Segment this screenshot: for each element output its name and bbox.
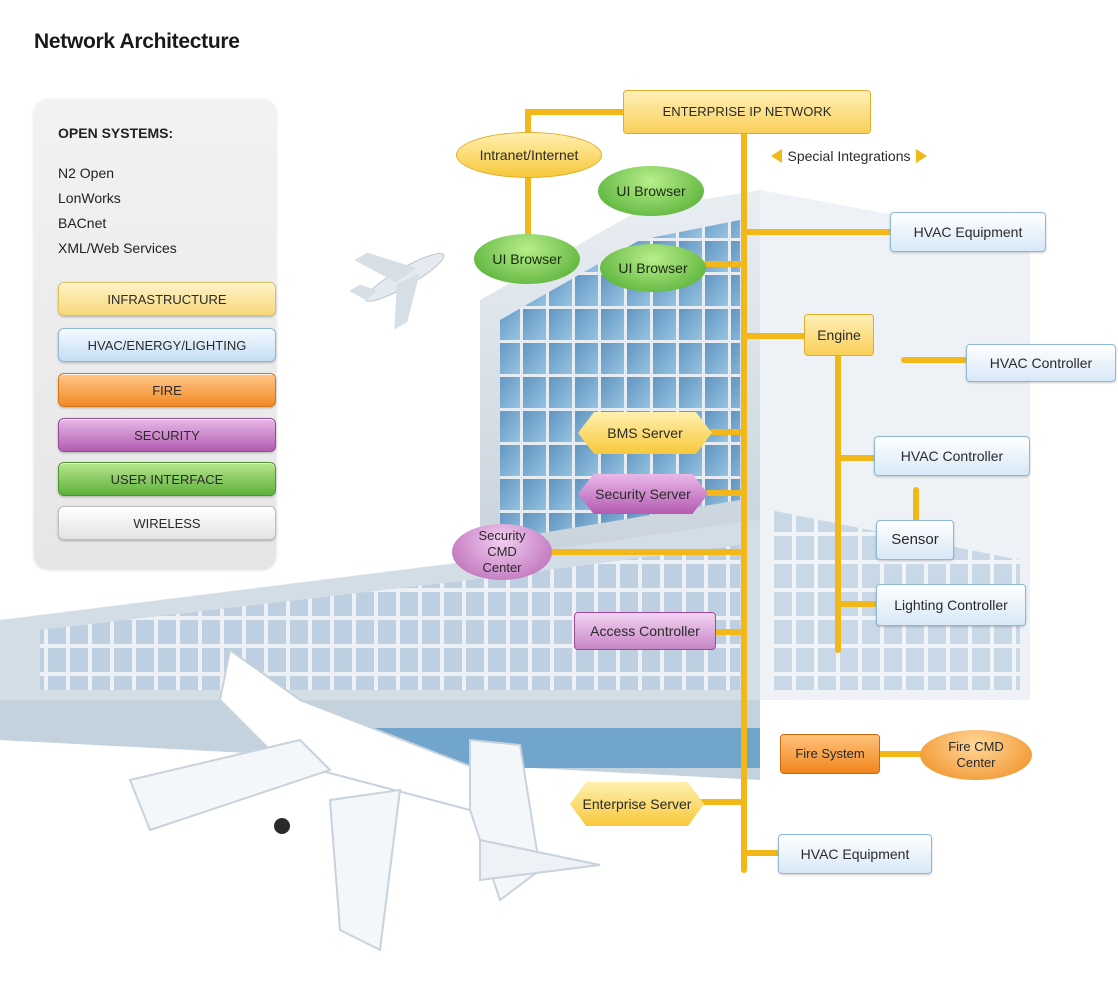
special-integrations-label: Special Integrations — [787, 148, 911, 164]
engine-node: Engine — [804, 314, 874, 356]
security-cmd-center-node: Security CMD Center — [452, 524, 552, 580]
access-controller-node: Access Controller — [574, 612, 716, 650]
large-airplane-illustration — [128, 648, 601, 952]
page-title: Network Architecture — [34, 30, 240, 53]
hvac-controller-node: HVAC Controller — [966, 344, 1116, 382]
legend-heading: OPEN SYSTEMS: — [58, 125, 174, 141]
legend-panel: OPEN SYSTEMS: N2 Open LonWorks BACnet XM… — [34, 99, 276, 569]
sensor-node: Sensor — [876, 520, 954, 560]
legend-wireless: WIRELESS — [58, 506, 276, 540]
arrow-left-icon — [770, 149, 782, 163]
hvac-equipment-node: HVAC Equipment — [778, 834, 932, 874]
fire-system-node: Fire System — [780, 734, 880, 774]
legend-user-interface: USER INTERFACE — [58, 462, 276, 496]
network-bus — [525, 109, 969, 873]
ui-browser-node: UI Browser — [600, 244, 706, 292]
enterprise-ip-network: ENTERPRISE IP NETWORK — [623, 90, 871, 134]
intranet-internet-node: Intranet/Internet — [456, 132, 602, 178]
ui-browser-node: UI Browser — [598, 166, 704, 216]
ui-browser-node: UI Browser — [474, 234, 580, 284]
open-system-item: BACnet — [58, 215, 107, 231]
legend-security: SECURITY — [58, 418, 276, 452]
special-integrations: Special Integrations — [760, 144, 938, 168]
fire-cmd-center-node: Fire CMD Center — [920, 730, 1032, 780]
legend-hvac-energy-lighting: HVAC/ENERGY/LIGHTING — [58, 328, 276, 362]
lighting-controller-node: Lighting Controller — [876, 584, 1026, 626]
hvac-controller-node: HVAC Controller — [874, 436, 1030, 476]
enterprise-server-node: Enterprise Server — [570, 782, 704, 826]
open-systems-list: N2 Open LonWorks BACnet XML/Web Services — [58, 161, 177, 261]
open-system-item: N2 Open — [58, 165, 115, 181]
arrow-right-icon — [916, 149, 928, 163]
security-server-node: Security Server — [578, 474, 708, 514]
open-system-item: LonWorks — [58, 190, 121, 206]
open-system-item: XML/Web Services — [58, 240, 177, 256]
legend-infrastructure: INFRASTRUCTURE — [58, 282, 276, 316]
bms-server-node: BMS Server — [578, 412, 712, 454]
hvac-equipment-node: HVAC Equipment — [890, 212, 1046, 252]
legend-fire: FIRE — [58, 373, 276, 407]
small-airplane-illustration — [349, 252, 445, 330]
